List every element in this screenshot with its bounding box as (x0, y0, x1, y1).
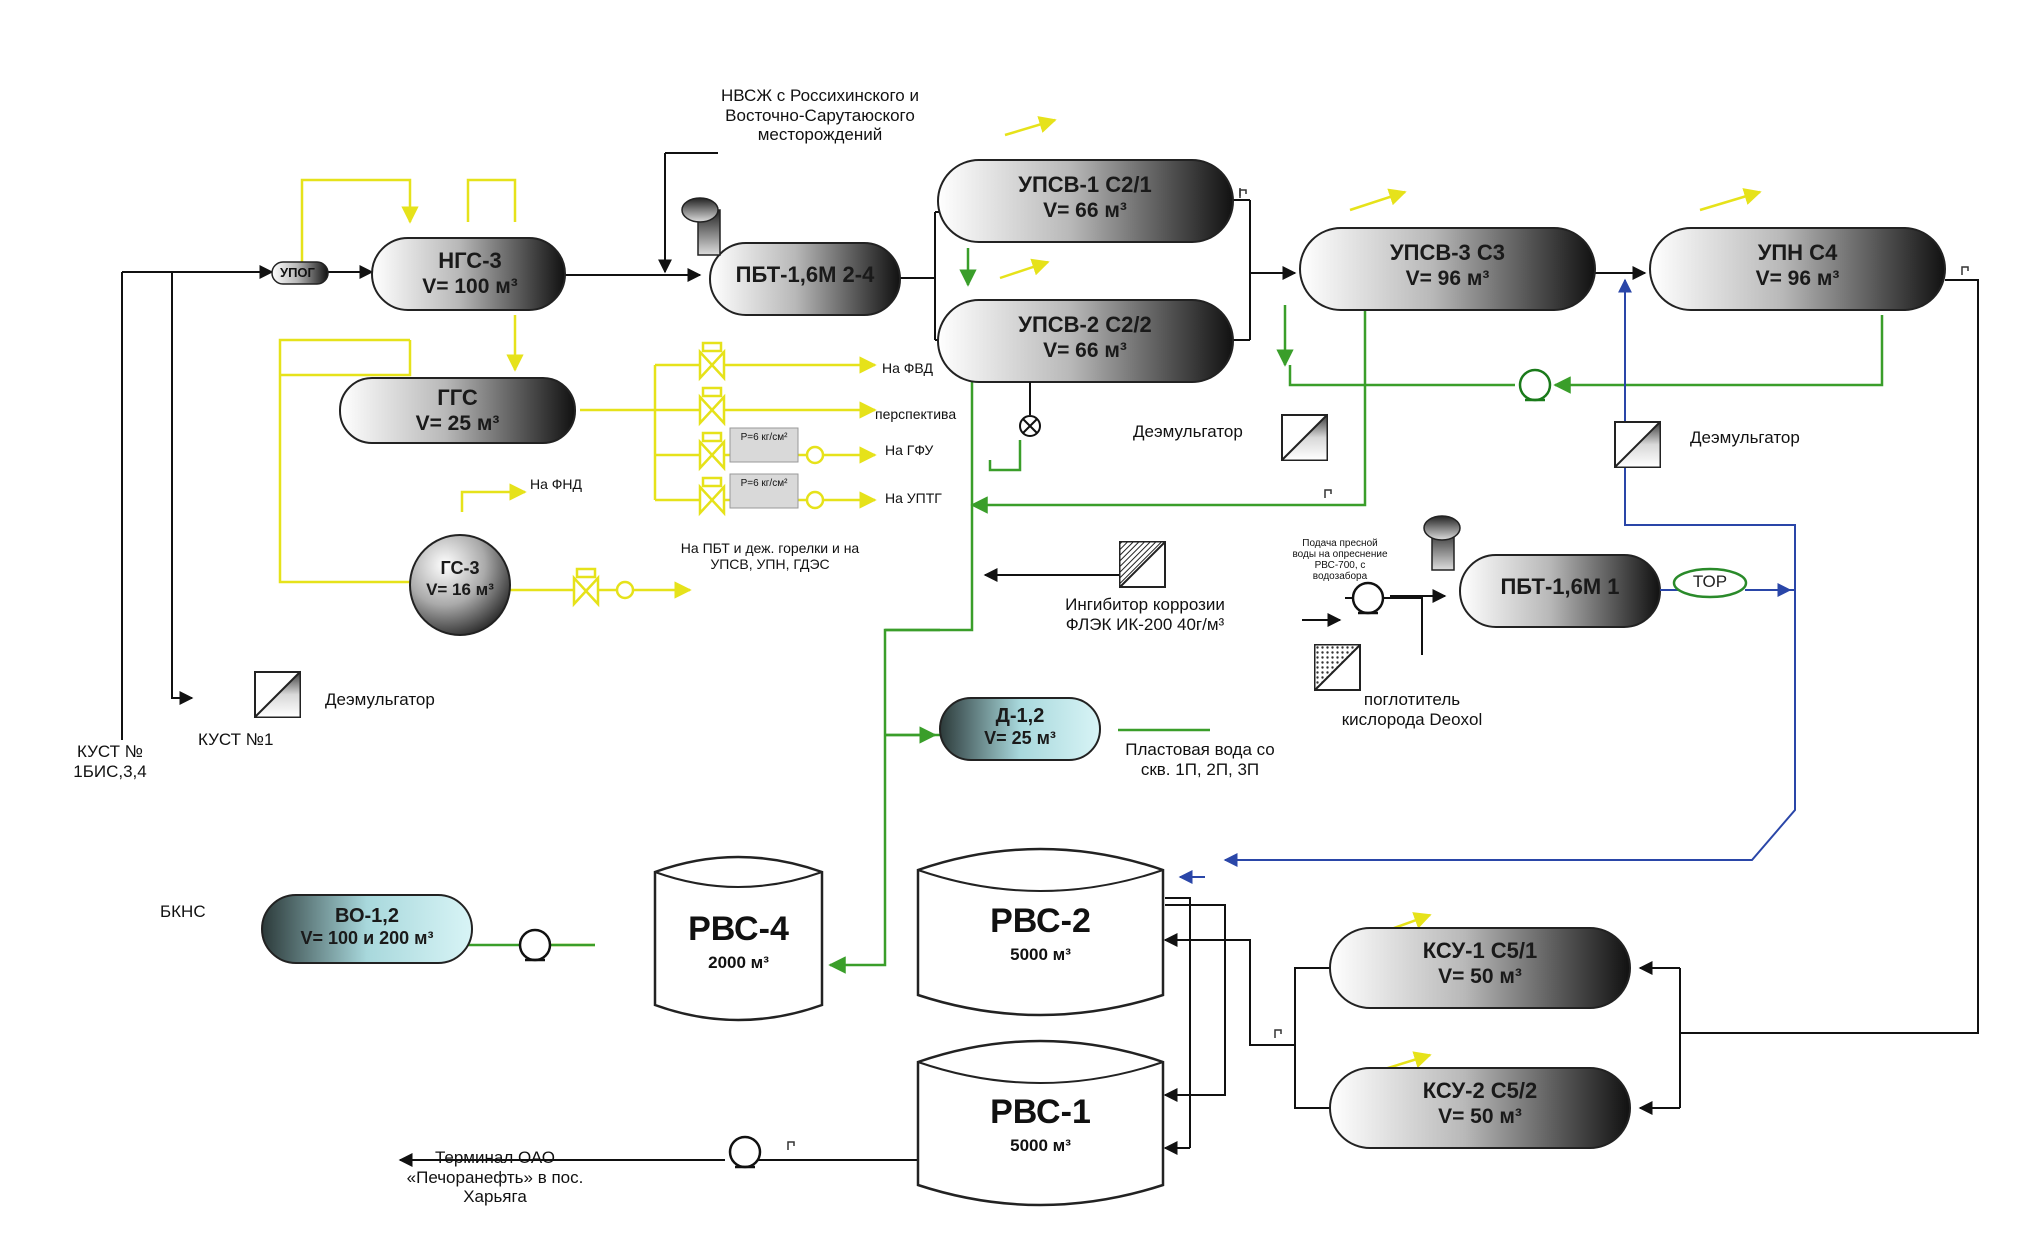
kust-1bis-label: КУСТ № 1БИС,3,4 (73, 742, 147, 781)
vessel-ngs3-label: НГС-3 V= 100 м³ (422, 248, 518, 299)
upog-device (271, 261, 329, 285)
demulsifier-dosing-icon (253, 670, 301, 718)
nvszh-label: НВСЖ с Россихинского и Восточно-Сарутаюс… (721, 86, 919, 145)
vessel-pbt-1 (1423, 515, 1661, 628)
vessel-pbt-2-4 (681, 197, 901, 316)
tor-label: ТОР (1692, 572, 1728, 591)
kust-1-label: КУСТ №1 (198, 730, 274, 749)
valve-icon (698, 386, 726, 427)
vessel-upsv2 (937, 299, 1234, 383)
vessel-ksu2-label: КСУ-2 С5/2 V= 50 м³ (1422, 1078, 1538, 1129)
tank-rvs1 (916, 1039, 1165, 1207)
demulsifier-dosing-icon (1613, 420, 1661, 468)
pump-icon (728, 1135, 762, 1169)
vessel-vo12-label: ВО-1,2 V= 100 и 200 м³ (300, 905, 434, 948)
na-pbt-label: На ПБТ и деж. горелки и на УПСВ, УПН, ГД… (680, 540, 860, 573)
vessel-ksu1 (1329, 927, 1631, 1009)
perspektiva-label: перспектива (875, 406, 957, 422)
tank-rvs4-label: РВС-4 2000 м³ (688, 910, 789, 972)
oxygen-absorber-label: поглотитель кислорода Deoxol (1341, 690, 1483, 729)
demulsifier-label-2: Деэмульгатор (1133, 422, 1243, 441)
vessel-upsv1 (937, 159, 1234, 243)
pump-icon (1351, 581, 1385, 615)
fresh-water-label: Подача пресной воды на опреснение РВС-70… (1292, 538, 1388, 582)
vessel-upsv2-label: УПСВ-2 С2/2 V= 66 м³ (1018, 312, 1152, 363)
na-fnd-label: На ФНД (530, 476, 583, 492)
demulsifier-label-1: Деэмульгатор (325, 690, 435, 709)
vessel-vo12 (261, 894, 473, 964)
pressure-regulator-1-label: P=6 кг/см² (740, 432, 788, 443)
vessel-upn (1649, 227, 1946, 311)
upog-label: УПОГ (280, 265, 315, 280)
tank-rvs1-label: РВС-1 5000 м³ (990, 1093, 1091, 1155)
vessel-pbt-2-4-label: ПБТ-1,6М 2-4 (735, 262, 875, 287)
vessel-pbt-1-label: ПБТ-1,6М 1 (1500, 574, 1620, 599)
vessel-d12 (939, 697, 1101, 761)
demulsifier-label-3: Деэмульгатор (1690, 428, 1800, 447)
pressure-regulator-icon (729, 427, 799, 509)
plast-water-label: Пластовая вода со скв. 1П, 2П, 3П (1125, 740, 1275, 779)
pressure-regulator-2-label: P=6 кг/см² (740, 478, 788, 489)
valve-icon (698, 341, 726, 382)
terminal-label: Терминал ОАО «Печоранефть» в пос. Харьяг… (406, 1148, 584, 1207)
vessel-upsv3 (1299, 227, 1596, 311)
tank-rvs4 (653, 855, 824, 1022)
vessel-d12-label: Д-1,2 V= 25 м³ (984, 705, 1056, 748)
oxygen-absorber-dosing-icon (1314, 644, 1362, 692)
valve-icon (572, 567, 600, 608)
sample-point-icon (787, 188, 1969, 1150)
gas-lines (278, 116, 1762, 1074)
na-uptg-label: На УПТГ (885, 490, 942, 506)
valve-icon (698, 431, 726, 472)
vessel-upsv3-label: УПСВ-3 С3 V= 96 м³ (1389, 240, 1506, 291)
na-gfu-label: На ГФУ (885, 442, 934, 458)
vessel-upsv1-label: УПСВ-1 С2/1 V= 66 м³ (1018, 172, 1152, 223)
vessel-ksu1-label: КСУ-1 С5/1 V= 50 м³ (1422, 938, 1538, 989)
vessel-ksu2 (1329, 1067, 1631, 1149)
pump-icon (518, 928, 552, 962)
vessel-upn-label: УПН С4 V= 96 м³ (1755, 240, 1840, 291)
pump-icon (1518, 368, 1552, 402)
tor-element (1660, 567, 1748, 599)
vessel-gs3-label: ГС-3 V= 16 м³ (426, 558, 494, 599)
inhibitor-label: Ингибитор коррозии ФЛЭК ИК-200 40г/м³ (1065, 595, 1225, 634)
vessel-ggs-label: ГГС V= 25 м³ (415, 385, 500, 436)
tank-rvs2-label: РВС-2 5000 м³ (990, 902, 1091, 964)
drain-valve-icon (1019, 382, 1041, 437)
vessel-gs3 (409, 534, 511, 636)
valve-icon (698, 476, 726, 517)
vessel-ngs3 (371, 237, 566, 311)
bkns-label: БКНС (160, 902, 206, 921)
tank-rvs2 (916, 847, 1165, 1017)
vessel-ggs (339, 377, 576, 444)
inhibitor-dosing-icon (1119, 541, 1167, 589)
demulsifier-dosing-icon (1280, 413, 1328, 461)
flow-meter-icon (615, 445, 825, 600)
na-fvd-label: На ФВД (882, 360, 933, 376)
